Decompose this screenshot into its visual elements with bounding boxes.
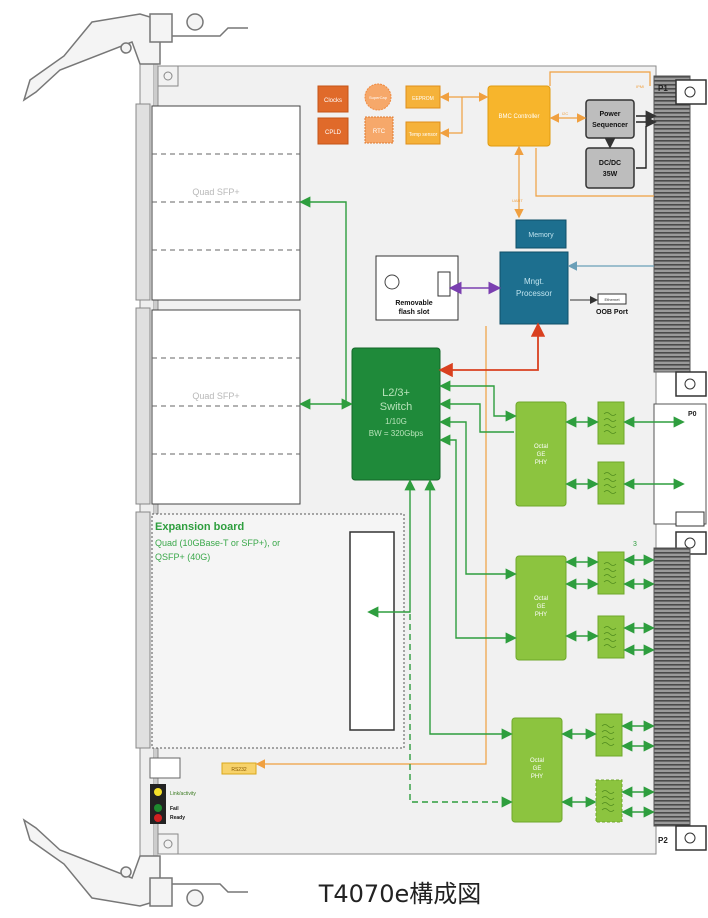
svg-text:Temp sensor: Temp sensor [409,132,438,138]
power-sequencer-block: Power Sequencer [585,99,635,139]
cpld-block: CPLD [317,117,349,145]
signal-ipmi: IPMI [636,84,644,89]
svg-text:Switch: Switch [380,401,412,413]
svg-text:Clocks: Clocks [324,98,342,104]
signal-uart: UART [512,198,523,203]
p1-connector: P1 [653,75,707,397]
svg-text:Octal: Octal [534,444,548,450]
removable-flash-slot: Removable flash slot [375,255,459,321]
svg-text:PHY: PHY [531,774,543,780]
supercap-block: SuperCap [364,83,392,111]
svg-text:BMC Controller: BMC Controller [498,114,539,120]
svg-text:Mngt.: Mngt. [524,277,544,286]
svg-text:OOB Port: OOB Port [596,309,629,316]
dcdc-block: DC/DC 35W [585,147,635,189]
svg-text:RTC: RTC [373,129,386,135]
p2-connector: 3 P2 [633,531,707,851]
mngt-processor-block: Mngt. Processor [499,251,569,325]
svg-text:1/10G: 1/10G [385,417,407,426]
svg-text:GE: GE [533,766,542,772]
transformer-icon [595,401,625,823]
board-latch-icon[interactable] [22,13,248,102]
svg-text:L2/3+: L2/3+ [382,387,410,399]
data-lines [299,196,685,818]
svg-text:EEPROM: EEPROM [412,96,434,102]
quad-sfp-1: Quad SFP+ [135,103,301,301]
svg-text:PHY: PHY [535,460,547,466]
svg-text:GE: GE [537,604,546,610]
svg-text:PHY: PHY [535,612,547,618]
led-icon: Link/activity Fail Ready [150,784,196,824]
quad-sfp-1-label: Quad SFP+ [192,187,239,197]
svg-text:DC/DC: DC/DC [599,160,621,167]
clocks-block: Clocks [317,85,349,113]
board-latch-icon[interactable] [22,818,248,907]
led-fail-label: Fail [170,806,179,812]
svg-text:CPLD: CPLD [325,130,342,136]
svg-text:Processor: Processor [516,289,552,298]
expansion-board: Expansion board Quad (10GBase-T or SFP+)… [135,511,405,749]
led-ready-label: Ready [170,815,185,821]
expansion-desc-2: QSFP+ (40G) [155,552,210,562]
quad-sfp-2-label: Quad SFP+ [192,391,239,401]
p3-label: 3 [633,541,637,548]
svg-text:RS232: RS232 [231,767,247,773]
quad-sfp-2: Quad SFP+ [135,307,301,505]
eeprom-block: EEPROM [405,85,441,109]
pcie-link [438,322,546,378]
p1-label: P1 [658,84,668,93]
svg-text:Octal: Octal [534,596,548,602]
svg-text:flash slot: flash slot [399,309,430,316]
led-link-label: Link/activity [170,791,196,797]
l23-switch-block: L2/3+ Switch 1/10G BW = 320Gbps [351,347,441,481]
optional-data-line [409,614,513,808]
temp-sensor-block: Temp sensor [405,121,441,145]
octal-phy-1: Octal GE PHY [515,401,567,507]
svg-text:Sequencer: Sequencer [592,122,628,129]
svg-text:BW = 320Gbps: BW = 320Gbps [369,429,423,438]
oob-port: Ethernet OOB Port [596,293,629,316]
memory-block: Memory [515,219,567,249]
octal-phy-2: Octal GE PHY [515,555,567,661]
svg-text:SuperCap: SuperCap [369,95,388,100]
expansion-title: Expansion board [155,521,244,533]
p0-label: P0 [688,411,697,418]
svg-text:GE: GE [537,452,546,458]
octal-phy-3: Octal GE PHY [511,717,563,823]
expansion-desc-1: Quad (10GBase-T or SFP+), or [155,538,280,548]
svg-text:Memory: Memory [528,232,554,239]
svg-text:Power: Power [599,111,620,118]
svg-text:Removable: Removable [395,300,432,307]
p2-label: P2 [658,836,668,845]
signal-i2c: I2C [562,111,568,116]
diagram-caption: T4070e構成図 [318,880,482,908]
svg-text:Octal: Octal [530,758,544,764]
svg-text:35W: 35W [603,171,618,178]
bmc-controller-block: BMC Controller [487,85,551,147]
rtc-block: RTC [364,116,394,144]
svg-text:Ethernet: Ethernet [604,297,620,302]
power-lines [604,110,657,169]
